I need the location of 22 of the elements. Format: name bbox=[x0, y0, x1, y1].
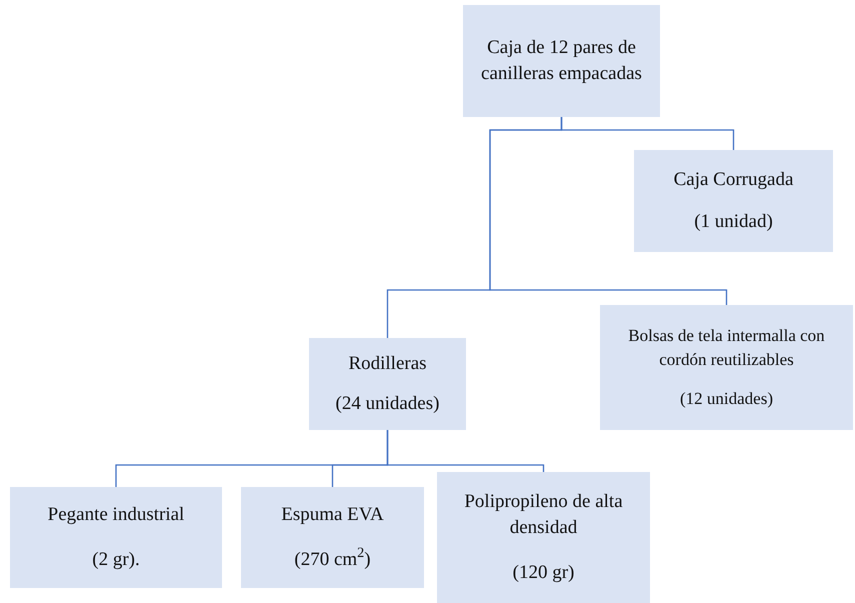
node-text: Bolsas de tela intermalla con cordón reutilizables bbox=[627, 325, 826, 371]
process-box bbox=[10, 487, 222, 588]
node-text: Polipropileno de alta densidad bbox=[463, 490, 624, 540]
node-text: Espuma EVA bbox=[281, 503, 384, 528]
process-box bbox=[463, 5, 660, 117]
node-text: (120 gr) bbox=[512, 560, 574, 585]
process-box bbox=[437, 472, 650, 603]
node-text: Pegante industrial bbox=[48, 503, 184, 528]
node-text: Rodilleras bbox=[348, 352, 427, 376]
node-text: (12 unidades) bbox=[680, 388, 773, 410]
node-text: (270 cm$^{2}$) bbox=[294, 546, 371, 572]
node-text: (24 unidades) bbox=[336, 392, 440, 416]
process-box bbox=[600, 305, 853, 430]
process-box bbox=[241, 487, 424, 588]
node-text: Caja Corrugada bbox=[674, 168, 794, 192]
connector-line bbox=[489, 117, 728, 305]
connector-line bbox=[386, 430, 544, 472]
node-text: Caja de 12 pares de canilleras empacadas bbox=[480, 36, 643, 86]
process-box bbox=[309, 338, 466, 430]
node-text: (2 gr). bbox=[92, 548, 140, 572]
process-box bbox=[634, 150, 833, 252]
node-text: (1 unidad) bbox=[694, 210, 773, 234]
